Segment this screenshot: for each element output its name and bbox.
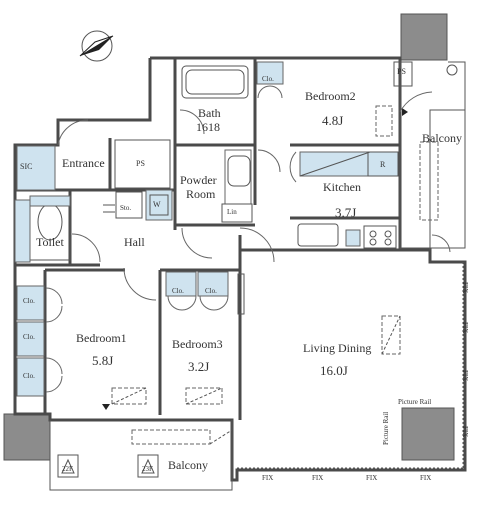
r-label: R <box>380 160 386 169</box>
hatch-22f <box>57 454 79 478</box>
bedroom3-name: Bedroom3 <box>172 337 223 351</box>
sto-label: Sto. <box>120 204 132 212</box>
column-bottom-left <box>3 413 51 461</box>
fix-label-4: FIX <box>420 474 432 482</box>
dashed-box-living <box>381 315 401 355</box>
bathtub <box>181 65 249 99</box>
bedroom3-area: 3.2J <box>188 359 210 374</box>
closet-bedroom2 <box>256 61 284 85</box>
clo-b1-2-label: Clo. <box>23 333 35 341</box>
powder-toilet <box>227 155 251 187</box>
clo-b3-1-label: Clo. <box>172 287 184 295</box>
sic-label: SIC <box>20 162 33 171</box>
column-top-right <box>400 13 448 61</box>
hatch-23f <box>137 454 159 478</box>
picture-rail-label: Picture Rail <box>398 398 432 406</box>
powder-room-line1: Powder <box>180 173 217 187</box>
fix-label-3: FIX <box>366 474 378 482</box>
kitchen-name: Kitchen <box>323 180 361 194</box>
balcony-bottom-name: Balcony <box>168 458 208 472</box>
bedroom2-name: Bedroom2 <box>305 89 356 103</box>
picture-rail-vertical-label: Picture Rail <box>382 411 390 445</box>
column-bottom-right <box>401 407 455 461</box>
lin-label: Lin <box>227 208 237 216</box>
ps-box <box>114 139 171 189</box>
clo-b3-2-label: Clo. <box>205 287 217 295</box>
bedroom2-area: 4.8J <box>322 113 344 128</box>
clo-b1-3-label: Clo. <box>23 372 35 380</box>
closet-bedroom3 <box>165 271 229 297</box>
ps-label: PS <box>136 159 145 168</box>
storage-box <box>115 191 143 219</box>
w-label: W <box>153 200 161 209</box>
entrance-name: Entrance <box>62 156 105 170</box>
ps-top-right <box>393 61 413 87</box>
fix-label-5: FIX <box>461 282 469 294</box>
clo-b1-1-label: Clo. <box>23 297 35 305</box>
fix-label-2: FIX <box>312 474 324 482</box>
fix-label-8: FIX <box>461 426 469 438</box>
ps-top-label: PS <box>397 67 406 76</box>
hatch-22f-label: 22F <box>62 465 73 473</box>
closet-bedroom1 <box>16 285 45 397</box>
outlet-icon <box>446 64 458 76</box>
bath-name: Bath <box>198 106 221 120</box>
clo-bedroom2-label: Clo. <box>262 75 274 83</box>
toilet-name: Toilet <box>36 235 64 249</box>
living-dining-name: Living Dining <box>303 341 372 355</box>
dashed-box-bedroom2 <box>375 105 393 137</box>
fix-label-1: FIX <box>262 474 274 482</box>
balcony-top-name: Balcony <box>422 131 462 145</box>
living-dining-area: 16.0J <box>320 363 348 378</box>
powder-room-line2: Room <box>186 187 216 201</box>
hall-name: Hall <box>124 235 145 249</box>
kitchen-area: 3.7J <box>335 205 357 220</box>
fix-label-6: FIX <box>461 322 469 334</box>
bedroom1-name: Bedroom1 <box>76 331 127 345</box>
linen-box <box>221 203 253 223</box>
balcony-top-outline <box>399 60 466 249</box>
bath-size: 1618 <box>196 120 220 134</box>
north-compass-icon <box>79 30 114 62</box>
bedroom1-area: 5.8J <box>92 353 114 368</box>
balcony-bottom-outline <box>49 420 233 491</box>
kitchen-sink <box>297 223 339 247</box>
fix-label-7: FIX <box>461 370 469 382</box>
cooktop <box>363 225 397 249</box>
hatch-23f-label: 23F <box>142 465 153 473</box>
sic-storage <box>16 145 56 191</box>
